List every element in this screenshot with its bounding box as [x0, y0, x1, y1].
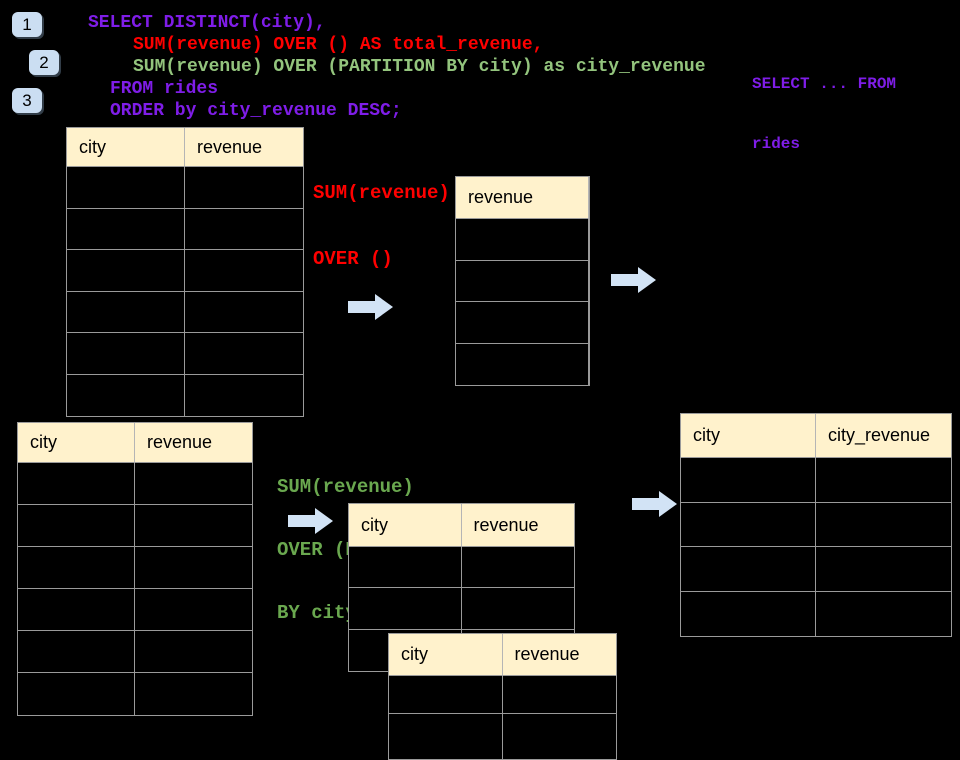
- arrow-head: [315, 508, 333, 534]
- select-from-rides-note-line2: rides: [752, 135, 801, 153]
- table-cell: [502, 676, 616, 714]
- table-cell: [461, 588, 574, 630]
- table-cell: [816, 458, 951, 503]
- sum-over-total-note-line2: OVER (): [313, 248, 393, 270]
- arrow-shaft: [632, 498, 659, 510]
- table-cell: [681, 547, 816, 592]
- sum-over-partition-note-line1: SUM(revenue): [277, 476, 414, 498]
- column-header-city: city: [681, 414, 816, 458]
- column-header-revenue: revenue: [456, 177, 589, 219]
- select-from-rides-note: SELECT ... FROM rides: [752, 34, 896, 194]
- sql-line-city-revenue: SUM(revenue) OVER (PARTITION BY city) as…: [133, 57, 706, 77]
- table-cell: [135, 631, 252, 673]
- table-cell: [349, 547, 462, 589]
- final-result-table: city city_revenue: [680, 413, 952, 637]
- arrow-head: [659, 491, 677, 517]
- table-cell: [67, 167, 185, 209]
- column-header-revenue: revenue: [135, 423, 252, 463]
- source-table-bottom: city revenue: [17, 422, 253, 716]
- table-cell: [389, 714, 503, 759]
- sql-line-order-by: ORDER by city_revenue DESC;: [110, 101, 402, 121]
- table-cell: [67, 333, 185, 375]
- table-cell: [681, 502, 816, 547]
- table-cell: [135, 463, 252, 505]
- arrow-shaft: [611, 274, 638, 286]
- table-cell: [185, 374, 303, 416]
- sql-window-function-diagram: 1 2 3 SELECT DISTINCT(city), SUM(revenue…: [12, 12, 952, 760]
- total-revenue-result-table: revenue: [455, 176, 590, 386]
- table-cell: [185, 250, 303, 292]
- table-cell: [456, 260, 589, 302]
- step-3-badge: 3: [12, 88, 42, 113]
- table-cell: [18, 505, 135, 547]
- column-header-city: city: [389, 634, 503, 676]
- column-header-city: city: [67, 128, 185, 167]
- table-cell: [185, 167, 303, 209]
- column-header-revenue: revenue: [502, 634, 616, 676]
- table-cell: [502, 714, 616, 759]
- table-cell: [389, 676, 503, 714]
- table-cell: [67, 374, 185, 416]
- table-cell: [456, 219, 589, 261]
- partition-table-overlay: city revenue: [388, 633, 617, 760]
- table-cell: [67, 208, 185, 250]
- column-header-city: city: [349, 504, 462, 547]
- table-cell: [461, 547, 574, 589]
- table-cell: [67, 291, 185, 333]
- sql-line-from: FROM rides: [110, 79, 219, 99]
- arrow-right-icon: [288, 508, 333, 534]
- column-header-revenue: revenue: [185, 128, 303, 167]
- table-cell: [816, 547, 951, 592]
- arrow-head: [638, 267, 656, 293]
- sql-line-select: SELECT DISTINCT(city),: [88, 13, 326, 33]
- table-cell: [135, 673, 252, 715]
- source-table-top: city revenue: [66, 127, 304, 417]
- table-cell: [185, 208, 303, 250]
- sum-over-total-note-line1: SUM(revenue): [313, 182, 450, 204]
- table-cell: [135, 505, 252, 547]
- arrow-right-icon: [611, 267, 656, 293]
- table-cell: [349, 588, 462, 630]
- table-cell: [18, 547, 135, 589]
- table-cell: [18, 589, 135, 631]
- arrow-right-icon: [348, 294, 393, 320]
- table-cell: [185, 333, 303, 375]
- table-cell: [18, 463, 135, 505]
- step-2-badge: 2: [29, 50, 59, 75]
- arrow-right-icon: [632, 491, 677, 517]
- table-cell: [456, 302, 589, 344]
- column-header-revenue: revenue: [461, 504, 574, 547]
- table-cell: [67, 250, 185, 292]
- select-from-rides-note-line1: SELECT ... FROM: [752, 75, 897, 93]
- arrow-shaft: [288, 515, 315, 527]
- table-cell: [456, 343, 589, 385]
- table-cell: [185, 291, 303, 333]
- sum-over-total-note: SUM(revenue) OVER (): [313, 138, 450, 314]
- step-1-badge: 1: [12, 12, 42, 37]
- arrow-shaft: [348, 301, 375, 313]
- arrow-head: [375, 294, 393, 320]
- table-cell: [816, 502, 951, 547]
- table-cell: [816, 591, 951, 636]
- sql-line-total-revenue: SUM(revenue) OVER () AS total_revenue,: [133, 35, 544, 55]
- column-header-city-revenue: city_revenue: [816, 414, 951, 458]
- table-cell: [18, 673, 135, 715]
- table-cell: [135, 547, 252, 589]
- table-cell: [135, 589, 252, 631]
- table-cell: [681, 591, 816, 636]
- table-cell: [18, 631, 135, 673]
- table-cell: [681, 458, 816, 503]
- column-header-city: city: [18, 423, 135, 463]
